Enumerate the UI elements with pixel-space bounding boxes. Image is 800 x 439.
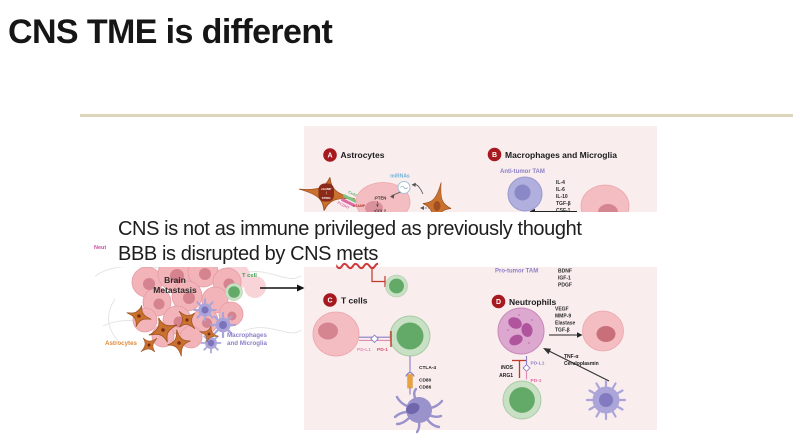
pd1-label-d: PD-1 <box>531 378 542 384</box>
sting-label: STING <box>322 196 332 200</box>
badge-a-letter: A <box>327 153 332 160</box>
astrocytes-label: Astrocytes <box>105 340 138 347</box>
ccl2-label: ↑CCL2 <box>373 209 387 214</box>
factor-tgfb-d: TGF-β <box>555 328 570 334</box>
overview-arrowhead <box>297 284 305 292</box>
ceruloplasmin-label: Ceruloplasmin <box>564 361 599 367</box>
neutrophil-nucleus <box>508 317 533 346</box>
arg1-label: ARG1 <box>499 373 513 379</box>
t-cell <box>225 283 243 301</box>
brain-metastasis-label-2: Metastasis <box>153 285 197 295</box>
tumor-cell-c-nucleus <box>318 322 338 340</box>
inos-label: iNOS <box>501 365 514 371</box>
clipped-inhibition-line <box>371 267 386 287</box>
annotation-text: CNS is not as immune privileged as previ… <box>118 217 582 267</box>
badge-a <box>323 148 337 162</box>
tme-figure: Brain Metastasis Astrocytes Macrophages … <box>94 126 657 434</box>
tumor-cell-cluster <box>131 256 266 349</box>
overview-illustration: Brain Metastasis Astrocytes Macrophages … <box>94 245 305 360</box>
mirnas-label: miRNAs <box>390 174 410 180</box>
pd-diamond-d <box>522 363 531 373</box>
t-cell-c <box>389 315 431 357</box>
t-cell-d <box>502 380 542 420</box>
astro-to-mirna-arrowhead <box>411 182 416 187</box>
panel-d: D Neutrophils VEGF MMP-9 Elastase TGF-β <box>491 294 627 421</box>
panel-a: A Astrocytes cGAMP STING Cx43 PCDH7 cGAM… <box>295 148 457 233</box>
secreted-factors: VEGF MMP-9 Elastase TGF-β <box>555 307 576 334</box>
panel-b-title: Macrophages and Microglia <box>505 150 617 160</box>
mirna-squiggle <box>400 185 408 190</box>
factor-elastase: Elastase <box>555 321 576 327</box>
factor-igf1: IGF-1 <box>558 276 571 282</box>
badge-d-letter: D <box>496 299 501 306</box>
cgamp-astro-label: cGAMP <box>321 187 331 191</box>
cd80-cd86-bar <box>407 374 413 389</box>
macrophage-nucleus <box>514 184 531 201</box>
factor-mmp9: MMP-9 <box>555 314 571 320</box>
panel-c-title: T cells <box>341 296 368 306</box>
factor-il6: IL-6 <box>556 187 565 193</box>
annotation-box <box>110 212 657 267</box>
cgamp-tumor-label: cGAMP <box>353 204 366 208</box>
pro-tumor-factors: BDNF IGF-1 PDGF <box>558 269 572 289</box>
ctla4-label: CTLA-4 <box>419 365 436 371</box>
badge-b <box>487 147 502 162</box>
badge-b-letter: B <box>492 152 497 159</box>
gap-junction: Cx43 PCDH7 <box>337 190 358 210</box>
ctla4-receptor-arc <box>405 371 415 377</box>
pdl1-label-c: PD-L1 <box>357 347 371 353</box>
page-title: CNS TME is different <box>8 13 333 51</box>
factor-il10: IL-10 <box>556 194 568 200</box>
neutrophil-granules <box>507 314 533 344</box>
astrocyte-nuclei <box>137 314 211 347</box>
title-divider <box>80 114 793 117</box>
astrocyte-right-nucleus <box>433 201 441 211</box>
panel-background <box>304 126 657 430</box>
annotation-line1: CNS is not as immune privileged as previ… <box>118 218 582 240</box>
annotation-line2: BBB is disrupted by CNS mets <box>118 242 581 267</box>
pd1-label-c: PD-1 <box>377 347 388 353</box>
macrophages-label-2: and Microglia <box>227 340 267 347</box>
microglia-cell-d <box>585 379 627 421</box>
pcdh7-label: PCDH7 <box>337 201 350 210</box>
pten-label: ↓PTEN <box>373 196 386 201</box>
tnfa-label: TNF-α <box>564 354 579 360</box>
t-cell-label: T cell <box>242 273 257 279</box>
cx43-label: Cx43 <box>347 190 357 198</box>
pro-tumor-tam-label: Pro-tumor TAM <box>495 269 538 275</box>
badge-c <box>323 293 337 307</box>
pten-ccl2-arrowhead <box>376 204 379 208</box>
secreted-arrowhead <box>577 332 583 338</box>
cd86-label: CD86 <box>419 385 432 391</box>
annotation-line2-prefix: BBB is disrupted by CNS <box>118 242 337 265</box>
mirna-to-cell-arrowhead <box>390 194 395 199</box>
tumor-cell-d-nucleus <box>596 326 616 342</box>
factor-pdgf: PDGF <box>558 283 572 289</box>
badge-d <box>491 294 506 309</box>
anti-tumor-tam-label: Anti-tumor TAM <box>500 169 545 175</box>
pdl1-label-d: PD-L1 <box>531 361 545 367</box>
cd80-label: CD80 <box>419 378 432 384</box>
factor-tgfb: TGF-β <box>556 201 571 207</box>
factor-vegf: VEGF <box>555 307 569 313</box>
factor-bdnf: BDNF <box>558 269 572 275</box>
macrophages-label-1: Macrophages <box>227 332 267 339</box>
tnfa-arrowhead <box>543 348 551 355</box>
misspelled-word: mets <box>336 242 379 265</box>
clipped-t-cell <box>385 274 408 298</box>
panel-c: C T cells PD-L1 PD-1 CTLA-4 CD80 CD86 <box>312 267 444 434</box>
dashed-arrowhead-a <box>420 206 424 210</box>
dendritic-cell <box>393 387 444 434</box>
tnfa-arrow <box>548 350 610 382</box>
pd-diamond-c <box>370 334 379 344</box>
panel-a-title: Astrocytes <box>341 150 385 160</box>
panel-d-title: Neutrophils <box>509 297 556 307</box>
neut-label: Neut <box>94 245 106 251</box>
factor-il4: IL-4 <box>556 180 565 186</box>
badge-c-letter: C <box>327 298 332 305</box>
neutrophil-cell <box>497 307 545 355</box>
brain-metastasis-label-1: Brain <box>164 275 186 285</box>
